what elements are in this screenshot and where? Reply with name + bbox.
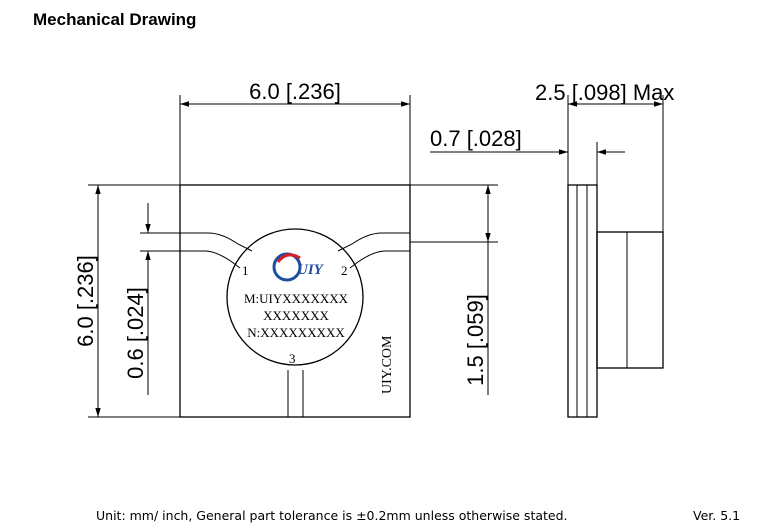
- logo-swoosh-icon: [276, 253, 301, 263]
- logo-text: UIY: [297, 262, 325, 278]
- page-title: Mechanical Drawing: [33, 10, 197, 29]
- port-width-dim-label: 0.6 [.024]: [123, 287, 148, 379]
- port1-line-bottom: [180, 250, 241, 269]
- front-view: UIY 1 2 3 M:UIYXXXXXXX XXXXXXX N:XXXXXXX…: [179, 184, 411, 418]
- height-dim-label: 6.0 [.236]: [73, 255, 98, 347]
- version-label: Ver. 5.1: [693, 508, 741, 523]
- port1-line-top: [180, 232, 253, 252]
- port2-line-bottom: [349, 250, 410, 269]
- marking-serial: N:XXXXXXXXX: [247, 325, 345, 340]
- thickness-dim-label: 0.7 [.028]: [430, 126, 522, 151]
- marking-code: XXXXXXX: [263, 308, 329, 323]
- port2-line-top: [337, 232, 410, 252]
- side-dimensions: 2.5 [.098] Max 0.7 [.028]: [430, 80, 674, 232]
- units-tolerance-note: Unit: mm/ inch, General part tolerance i…: [96, 508, 568, 523]
- ferrite-disc: [226, 228, 364, 366]
- port-1-label: 1: [242, 263, 249, 278]
- offset-dim-label: 1.5 [.059]: [463, 294, 488, 386]
- marking-model: M:UIYXXXXXXX: [244, 291, 349, 306]
- housing-block: [596, 231, 664, 369]
- website-label: UIY.COM: [380, 335, 395, 394]
- port-3-label: 3: [289, 351, 296, 366]
- base-plate: [567, 184, 598, 418]
- max-dim-label: 2.5 [.098] Max: [535, 80, 674, 105]
- uiy-logo: UIY: [272, 252, 325, 282]
- front-dimensions: 6.0 [.236] 6.0 [.236] 0.6 [.024] 1.5 [.0…: [73, 79, 498, 418]
- port-2-label: 2: [341, 263, 348, 278]
- width-dim-label: 6.0 [.236]: [249, 79, 341, 104]
- package-outline: [179, 184, 411, 418]
- side-view: [567, 184, 664, 418]
